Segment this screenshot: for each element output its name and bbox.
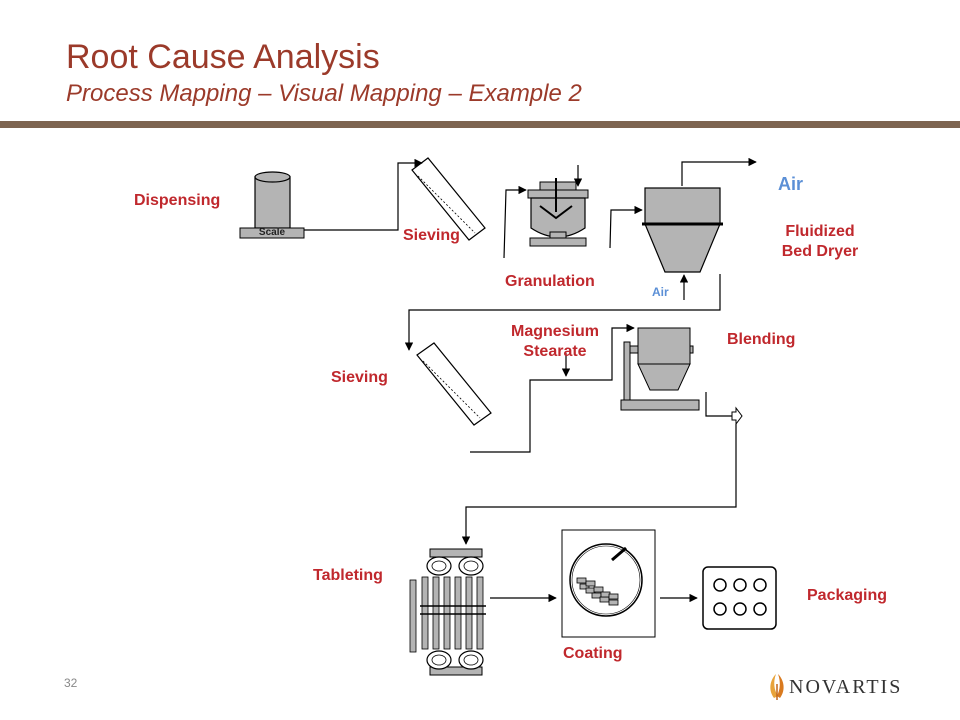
label-air-exhaust: Air <box>778 174 804 194</box>
slide-title: Root Cause Analysis <box>66 38 380 76</box>
slide-subtitle: Process Mapping – Visual Mapping – Examp… <box>66 80 582 107</box>
label-tableting: Tableting <box>313 567 383 584</box>
sieve-icon <box>416 342 492 426</box>
label-packaging: Packaging <box>807 587 888 604</box>
flow-arrow <box>705 392 733 417</box>
blender-icon <box>620 327 700 411</box>
label-blending: Blending <box>727 331 796 348</box>
flow-arrow <box>461 424 737 545</box>
flow-arrow <box>404 274 721 351</box>
label-granulation: Granulation <box>505 273 595 290</box>
outline-arrow-icon <box>731 406 743 426</box>
flow-arrow <box>503 185 527 259</box>
novartis-logo-text: NOVARTIS <box>789 676 903 698</box>
label-sieving-1: Sieving <box>403 227 460 244</box>
coating-pan-icon <box>561 529 656 638</box>
scale-icon <box>239 171 305 239</box>
label-fluidized-bed-dryer: Fluidized Bed Dryer <box>773 222 867 262</box>
label-scale: Scale <box>258 227 286 238</box>
flow-arrow <box>681 157 757 186</box>
flow-arrow <box>470 323 635 453</box>
granulator-icon <box>527 178 589 247</box>
fluid-bed-dryer-icon <box>642 187 723 273</box>
label-air-inlet: Air <box>652 285 669 299</box>
label-dispensing: Dispensing <box>134 192 221 209</box>
label-magnesium-line1: Magnesium <box>510 323 599 340</box>
label-fluidized-line1: Fluidized <box>785 223 855 240</box>
tablet-press-icon <box>409 548 486 676</box>
header-divider <box>0 121 960 128</box>
label-magnesium-stearate: Magnesium Stearate <box>500 322 610 362</box>
label-coating: Coating <box>563 645 623 662</box>
flow-arrow <box>304 158 423 231</box>
flow-arrow <box>609 205 643 249</box>
label-sieving-2: Sieving <box>331 369 388 386</box>
label-magnesium-line2: Stearate <box>523 343 587 360</box>
label-fluidized-line2: Bed Dryer <box>781 243 859 260</box>
novartis-logo-icon <box>770 674 784 700</box>
page-number: 32 <box>64 676 78 690</box>
blister-pack-icon <box>702 566 777 630</box>
